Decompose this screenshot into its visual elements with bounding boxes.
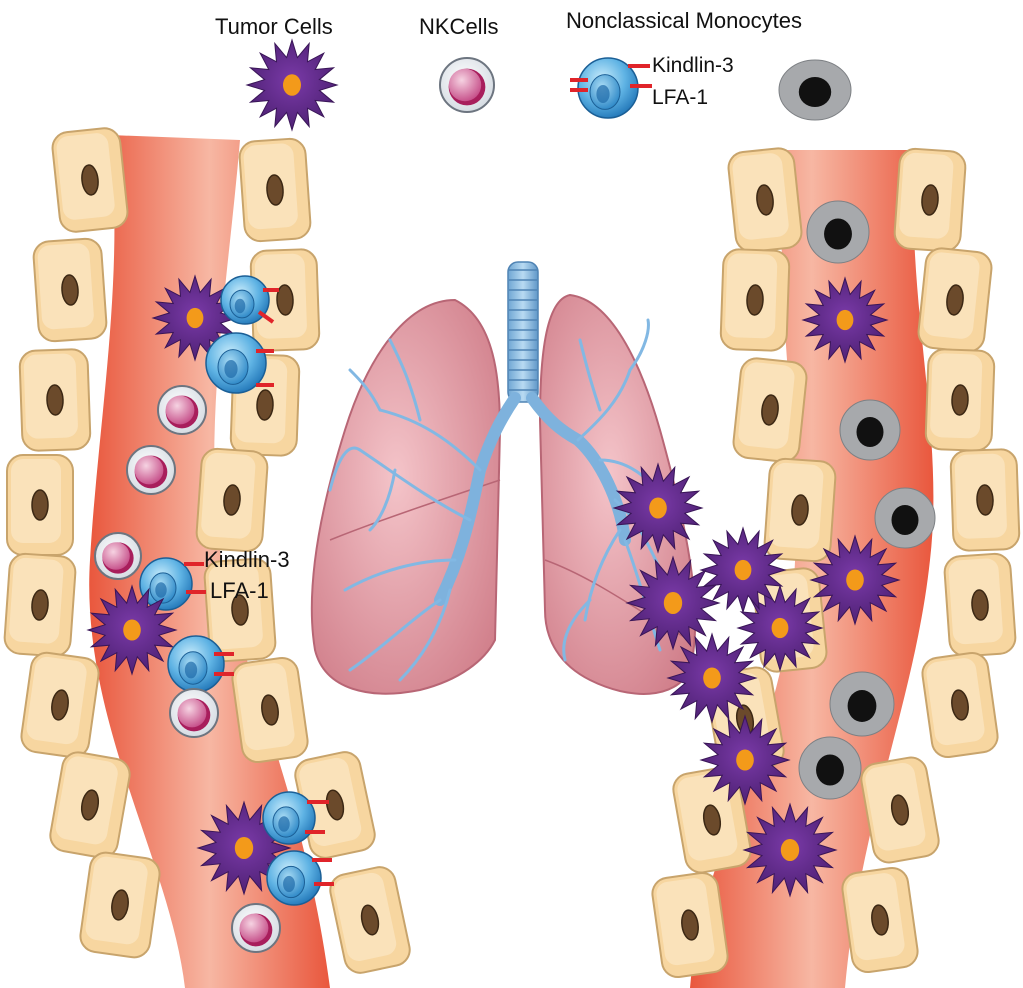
- nk-nucleus: [240, 914, 269, 943]
- tumor-nucleus: [235, 837, 253, 859]
- endothelial-cell: [239, 138, 312, 242]
- tumor-cell: [627, 557, 719, 649]
- grey-cell: [875, 488, 935, 548]
- endothelial-cell: [950, 449, 1019, 551]
- endothelial-cell: [19, 349, 90, 451]
- vessel-kindlin-label: Kindlin-3: [204, 547, 290, 572]
- nk-nucleus: [178, 699, 207, 728]
- nk-cell: [170, 689, 218, 737]
- tumor-nucleus: [735, 560, 752, 580]
- endothelial-nucleus: [746, 285, 763, 316]
- tumor-cell: [811, 536, 899, 624]
- tumor-nucleus: [664, 592, 682, 614]
- tumor-nucleus: [283, 74, 301, 96]
- tumor-cell: [744, 804, 836, 896]
- endothelial-cell: [917, 247, 993, 353]
- trachea: [508, 262, 538, 402]
- endothelial-cell: [7, 455, 73, 555]
- tumor-nucleus: [837, 310, 854, 330]
- tumor-nucleus: [187, 308, 204, 328]
- endothelial-nucleus: [46, 385, 63, 416]
- nk-nucleus: [449, 69, 481, 101]
- grey-cell-nucleus: [799, 77, 831, 107]
- nk-cell: [127, 446, 175, 494]
- endothelial-cell: [944, 553, 1017, 657]
- grey-cell: [779, 60, 851, 120]
- endothelial-cell: [925, 349, 994, 451]
- tumor-nucleus: [649, 497, 667, 518]
- tumor-nucleus: [703, 667, 721, 688]
- endothelial-cell: [840, 866, 919, 974]
- nk-cell: [440, 58, 494, 112]
- endothelial-cell: [732, 357, 808, 463]
- endothelial-nucleus: [276, 285, 293, 316]
- tumor-nucleus: [736, 749, 754, 770]
- endothelial-cell: [78, 851, 161, 960]
- legend-kindlin-label: Kindlin-3: [652, 54, 734, 77]
- grey-cell: [807, 201, 869, 263]
- endothelial-nucleus: [32, 490, 48, 520]
- endothelial-nucleus: [256, 390, 273, 421]
- tumor-cell: [88, 586, 176, 674]
- grey-cell: [799, 737, 861, 799]
- tumor-nucleus: [772, 618, 789, 638]
- grey-cell: [840, 400, 900, 460]
- nk-cell: [158, 386, 206, 434]
- tumor-nucleus: [846, 569, 864, 590]
- endothelial-cell: [196, 448, 269, 552]
- endothelial-cell: [859, 755, 941, 865]
- nonclassical-monocyte: [267, 851, 334, 905]
- endothelial-cell: [727, 147, 803, 253]
- endothelial-nucleus: [951, 385, 968, 416]
- tumor-cell: [701, 528, 785, 612]
- endothelial-cell: [230, 656, 309, 764]
- grey-cell-nucleus: [824, 219, 852, 250]
- grey-cell-nucleus: [892, 505, 919, 535]
- legend-lfa-label: LFA-1: [652, 86, 708, 109]
- endothelial-cell: [51, 127, 129, 234]
- nk-nucleus: [166, 396, 195, 425]
- tumor-nucleus: [123, 619, 141, 640]
- endothelial-cell: [764, 458, 837, 562]
- vessel-lfa-label: LFA-1: [210, 578, 269, 603]
- tumor-cell: [701, 716, 789, 804]
- endothelial-cell: [4, 553, 77, 657]
- tumor-cell: [247, 40, 337, 130]
- nk-nucleus: [135, 456, 164, 485]
- tumor-cell: [614, 464, 702, 552]
- endothelial-cell: [48, 750, 132, 860]
- legend-tumor-label: Tumor Cells: [215, 14, 333, 39]
- endothelial-cell: [920, 651, 999, 759]
- grey-cell-nucleus: [857, 417, 884, 447]
- tumor-cell: [803, 278, 887, 362]
- endothelial-nucleus: [976, 485, 993, 516]
- legend-monocyte-label: Nonclassical Monocytes: [566, 8, 802, 33]
- nonclassical-monocyte: [570, 58, 652, 118]
- endothelial-cell: [327, 864, 412, 976]
- tumor-nucleus: [781, 839, 799, 861]
- endothelial-cell: [650, 871, 729, 979]
- endothelial-cell: [19, 651, 100, 759]
- grey-cell-nucleus: [816, 755, 844, 786]
- legend-nk-label: NKCells: [419, 14, 498, 39]
- nk-cell: [95, 533, 141, 579]
- tumor-cell: [668, 634, 756, 722]
- endothelial-cell: [720, 249, 789, 351]
- lungs: [312, 262, 695, 694]
- nk-nucleus: [102, 542, 130, 570]
- nk-cell: [232, 904, 280, 952]
- grey-cell: [830, 672, 894, 736]
- endothelial-cell: [33, 238, 108, 342]
- grey-cell-nucleus: [848, 690, 877, 722]
- endothelial-cell: [894, 148, 967, 252]
